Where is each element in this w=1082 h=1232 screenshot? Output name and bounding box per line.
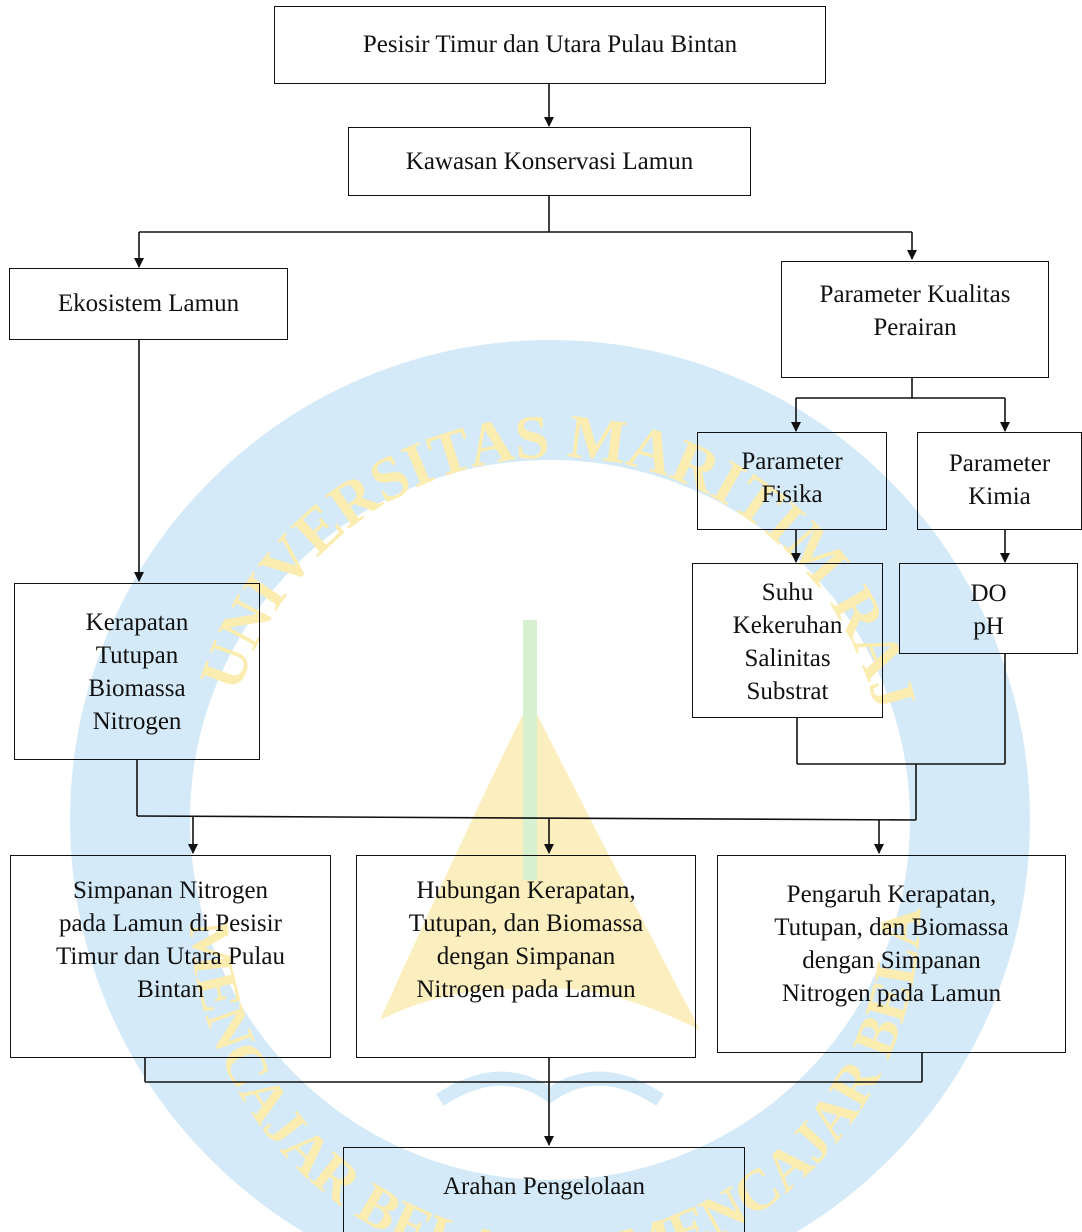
box-do-ph: DO pH: [899, 563, 1078, 654]
watermark-sail: [380, 700, 700, 1030]
connector-main-bar: [136, 815, 917, 821]
box-text-line: Kawasan Konservasi Lamun: [405, 148, 694, 175]
watermark-tab: [535, 392, 565, 432]
box-text-line: Suhu: [761, 579, 814, 606]
box-text-line: Nitrogen pada Lamun: [416, 976, 636, 1003]
box-parameter-kimia: Parameter Kimia: [917, 432, 1082, 530]
box-text-line: DO: [970, 580, 1007, 607]
box-text-line: Salinitas: [744, 645, 831, 672]
box-text-line: Nitrogen pada Lamun: [781, 980, 1002, 1007]
box-text-line: Pengaruh Kerapatan,: [786, 881, 997, 908]
box-text-line: Bintan: [137, 976, 204, 1003]
box-text-line: pada Lamun di Pesisir: [59, 910, 282, 937]
box-kawasan-konservasi: Kawasan Konservasi Lamun: [348, 127, 751, 196]
box-hubungan-kerapatan: Hubungan Kerapatan, Tutupan, dan Biomass…: [356, 855, 696, 1058]
box-text-line: Biomassa: [88, 675, 186, 702]
box-text-line: pH: [973, 613, 1004, 640]
box-ekosistem-lamun: Ekosistem Lamun: [9, 268, 288, 340]
box-text-line: Substrat: [746, 678, 829, 705]
box-text-line: dengan Simpanan: [802, 947, 981, 974]
box-text-line: Parameter: [741, 448, 843, 475]
watermark-mast: [523, 620, 537, 880]
box-text-line: Tutupan: [95, 642, 179, 669]
box-pengaruh-kerapatan: Pengaruh Kerapatan, Tutupan, dan Biomass…: [717, 855, 1066, 1053]
box-text-line: Tutupan, dan Biomassa: [774, 914, 1009, 941]
box-text-line: Parameter Kualitas: [819, 281, 1011, 308]
box-text-line: dengan Simpanan: [436, 943, 616, 970]
box-text-line: Perairan: [873, 314, 957, 341]
box-parameter-fisika: Parameter Fisika: [697, 432, 887, 530]
box-parameter-kualitas-perairan: Parameter Kualitas Perairan: [781, 261, 1049, 378]
box-text-line: Nitrogen: [92, 708, 182, 735]
box-text-line: Kerapatan: [85, 609, 189, 636]
box-pesisir-timur-utara: Pesisir Timur dan Utara Pulau Bintan: [274, 6, 826, 84]
box-text-line: Parameter: [948, 450, 1051, 477]
box-suhu-kekeruhan-salinitas-substrat: Suhu Kekeruhan Salinitas Substrat: [692, 563, 883, 718]
box-text-line: Pesisir Timur dan Utara Pulau Bintan: [362, 31, 738, 58]
box-text-line: Fisika: [761, 481, 823, 508]
box-text-line: Hubungan Kerapatan,: [416, 877, 636, 904]
box-text-line: Kekeruhan: [732, 612, 843, 639]
box-text-line: Arahan Pengelolaan: [442, 1173, 645, 1200]
box-text-line: Simpanan Nitrogen: [72, 877, 269, 904]
box-text-line: Tutupan, dan Biomassa: [408, 910, 644, 937]
box-kerapatan-tutupan-biomassa-nitrogen: Kerapatan Tutupan Biomassa Nitrogen: [14, 583, 260, 760]
box-simpanan-nitrogen: Simpanan Nitrogen pada Lamun di Pesisir …: [10, 855, 331, 1058]
box-text-line: Timur dan Utara Pulau: [56, 943, 285, 970]
box-text-line: Ekosistem Lamun: [57, 290, 240, 317]
box-text-line: Kimia: [968, 483, 1031, 510]
box-arahan-pengelolaan: Arahan Pengelolaan: [343, 1147, 745, 1232]
